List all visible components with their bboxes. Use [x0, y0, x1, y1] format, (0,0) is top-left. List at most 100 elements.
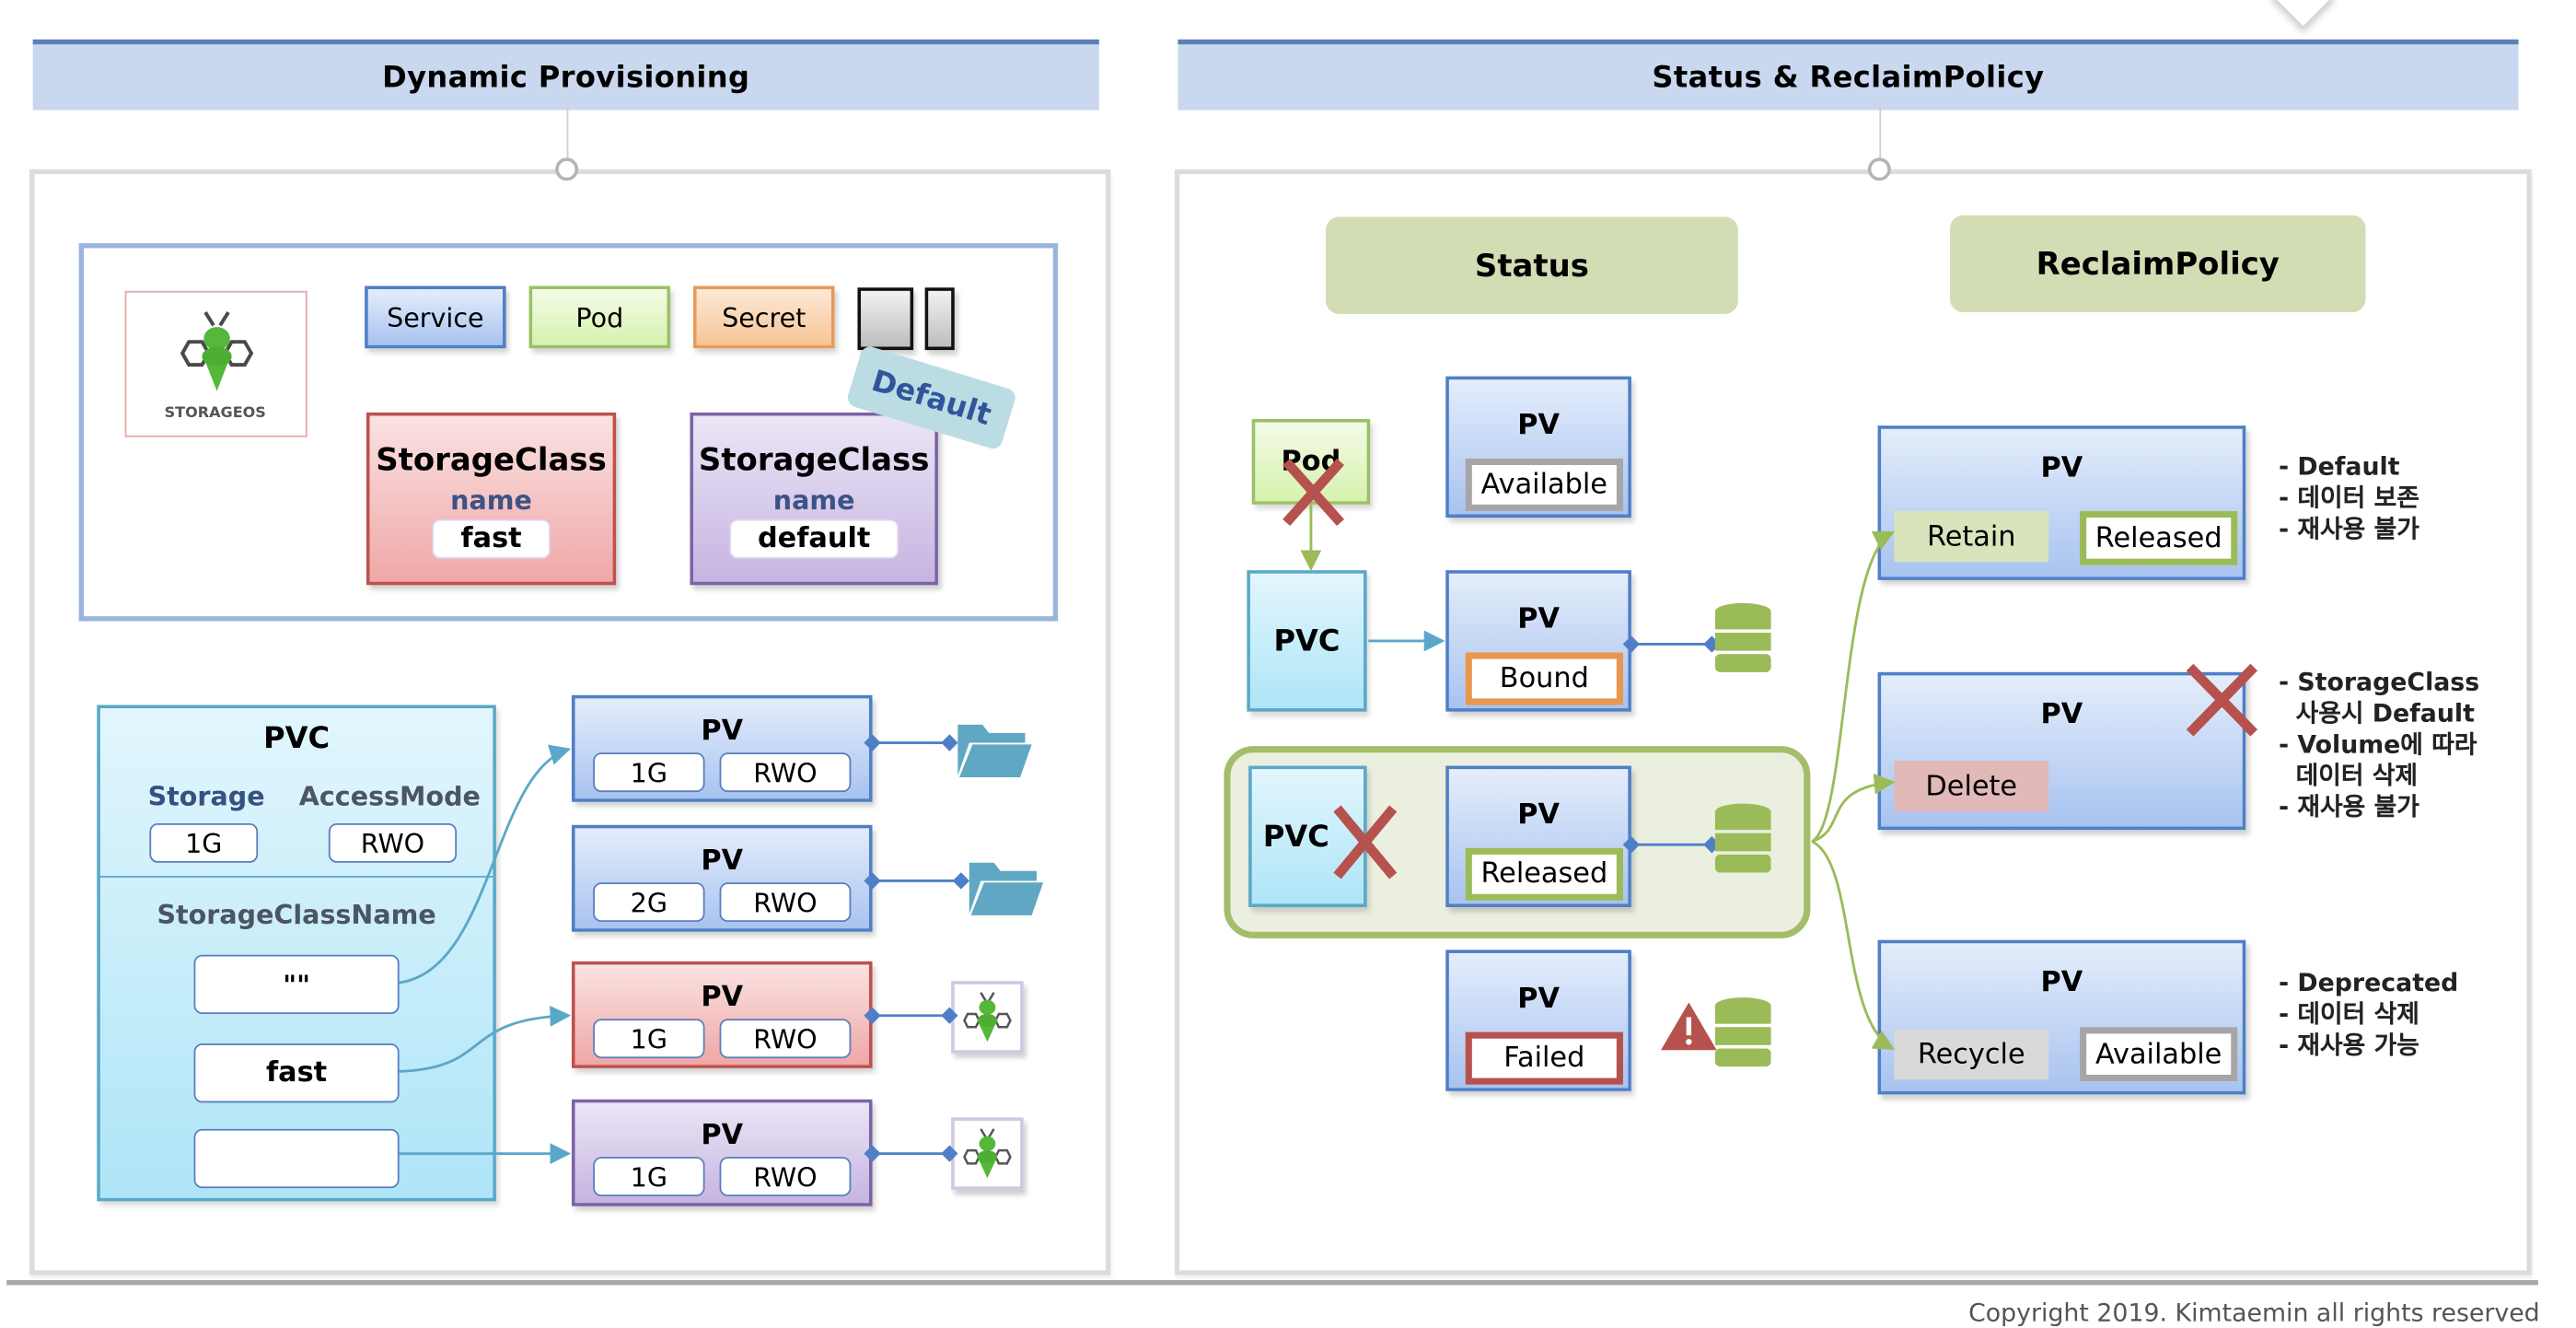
- pv-access-text: RWO: [753, 1022, 818, 1054]
- status-value: Bound: [1465, 652, 1623, 705]
- folder-icon: [957, 724, 1032, 778]
- storage-value: 1G: [149, 822, 259, 863]
- pv-size-text: 1G: [630, 1160, 667, 1193]
- pv-size: 1G: [593, 1019, 705, 1059]
- pv-title: PV: [2040, 698, 2083, 732]
- pv-title: PV: [701, 715, 744, 748]
- storageos-bee-icon: [963, 992, 1012, 1043]
- storage-class-name-unset: [193, 1128, 400, 1189]
- resource-chip-pod: Pod: [528, 285, 671, 349]
- panel-knob: [1867, 157, 1891, 181]
- pv-title: PV: [701, 845, 744, 878]
- section-title-text: Status & ReclaimPolicy: [1652, 60, 2045, 95]
- status-text: Released: [1480, 857, 1608, 891]
- page-corner-decoration: [2270, 0, 2337, 27]
- status-text: Available: [2095, 1037, 2222, 1071]
- status-text: Bound: [1499, 662, 1589, 695]
- status-value: Released: [1465, 847, 1623, 901]
- storage-class-name-empty-quotes: "": [193, 954, 400, 1014]
- storageos-logo: STORAGEOS: [124, 290, 307, 437]
- pv-title: PV: [1517, 798, 1560, 832]
- pvc-box-bound: PVC: [1247, 570, 1367, 712]
- status-header-text: Status: [1474, 247, 1589, 284]
- storageos-bee-icon: [963, 1128, 1012, 1179]
- storageclass-fast: StorageClass name fast: [366, 412, 617, 586]
- status-value: Failed: [1465, 1031, 1623, 1085]
- footer-divider: [6, 1280, 2538, 1286]
- pv-size-text: 1G: [630, 756, 667, 788]
- pv-access: RWO: [719, 1157, 852, 1197]
- pv-title: PV: [701, 1119, 744, 1152]
- status-value: Available: [1465, 458, 1623, 511]
- pv-status-released: PV Released: [1445, 765, 1631, 907]
- policy-notes-recycle: - Deprecated - 데이터 삭제 - 재사용 가능: [2278, 968, 2459, 1060]
- pv-size-text: 2G: [630, 886, 667, 918]
- pv-box: PV 1G RWO: [571, 1099, 873, 1206]
- storageclass-name-value: default: [729, 518, 899, 559]
- status-text: Released: [2094, 521, 2222, 555]
- folder-icon: [969, 862, 1044, 915]
- title-connector: [566, 105, 569, 161]
- status-text: Available: [1480, 468, 1607, 502]
- pv-title: PV: [2040, 451, 2083, 485]
- policy-chip-recycle: Recycle: [1894, 1029, 2049, 1080]
- storageos-bee-tile: [951, 1117, 1024, 1190]
- panel-knob: [555, 157, 579, 181]
- storage-class-name-fast: fast: [193, 1043, 400, 1103]
- resource-label: Service: [387, 301, 484, 333]
- pv-access: RWO: [719, 1019, 852, 1059]
- pv-box: PV 2G RWO: [571, 824, 873, 932]
- storageclass-name-label: name: [450, 484, 532, 517]
- pod-box: Pod: [1251, 419, 1371, 505]
- section-title-text: Dynamic Provisioning: [382, 60, 750, 95]
- pv-box: PV 1G RWO: [571, 694, 873, 802]
- reclaimpolicy-header-text: ReclaimPolicy: [2036, 245, 2280, 283]
- pv-title: PV: [2040, 966, 2083, 999]
- pv-policy-delete: PV Delete: [1877, 671, 2246, 831]
- pv-policy-recycle: PV Recycle Available: [1877, 939, 2246, 1095]
- storage-label: Storage: [147, 780, 265, 812]
- pv-access-text: RWO: [753, 1160, 818, 1193]
- pv-size: 1G: [593, 752, 705, 793]
- pv-access-text: RWO: [753, 886, 818, 918]
- policy-chip-delete: Delete: [1894, 761, 2049, 812]
- resource-label: Pod: [575, 301, 624, 333]
- pv-size: 1G: [593, 1157, 705, 1197]
- storageclass-title: StorageClass: [698, 442, 930, 479]
- storageos-wordmark: STORAGEOS: [165, 403, 266, 421]
- policy-notes-delete: - StorageClass 사용시 Default - Volume에 따라 …: [2278, 667, 2480, 822]
- storageclass-title: StorageClass: [376, 442, 607, 479]
- resource-chip-more-2: [924, 287, 955, 351]
- storageclass-default: StorageClass name default: [690, 412, 938, 586]
- pv-access: RWO: [719, 752, 852, 793]
- pv-status-available: PV Available: [1445, 376, 1631, 518]
- pvc-box-deleted: PVC: [1248, 765, 1367, 907]
- status-header: Status: [1326, 216, 1738, 314]
- resource-label: Secret: [722, 301, 806, 333]
- title-connector: [1879, 105, 1882, 160]
- pv-title: PV: [1517, 602, 1560, 636]
- pvc-title: PVC: [263, 721, 331, 756]
- resource-chip-service: Service: [365, 285, 506, 349]
- status-value: Released: [2080, 510, 2238, 565]
- access-mode-value: RWO: [328, 822, 458, 863]
- reclaimpolicy-header: ReclaimPolicy: [1950, 215, 2366, 313]
- storageos-bee-tile: [951, 981, 1024, 1054]
- storage-class-name-text: fast: [265, 1056, 328, 1090]
- storage-class-name-text: "": [283, 968, 310, 1000]
- pv-status-bound: PV Bound: [1445, 570, 1631, 712]
- section-title-status-reclaimpolicy: Status & ReclaimPolicy: [1178, 39, 2519, 111]
- pvc-spec-box: PVC Storage AccessMode 1G RWO StorageCla…: [97, 705, 496, 1202]
- storageclass-name-value: fast: [433, 518, 550, 559]
- policy-text: Delete: [1925, 769, 2018, 803]
- copyright-text: Copyright 2019. Kimtaemin all rights res…: [1968, 1298, 2540, 1328]
- pv-policy-retain: PV Retain Released: [1877, 425, 2246, 580]
- pv-status-failed: PV Failed: [1445, 949, 1631, 1091]
- storage-class-name-label: StorageClassName: [157, 899, 436, 930]
- policy-notes-retain: - Default - 데이터 보존 - 재사용 불가: [2278, 451, 2419, 544]
- pod-label: Pod: [1281, 445, 1341, 479]
- resource-chip-more-1: [857, 287, 914, 351]
- pvc-label: PVC: [1262, 819, 1329, 854]
- pv-access-text: RWO: [753, 756, 818, 788]
